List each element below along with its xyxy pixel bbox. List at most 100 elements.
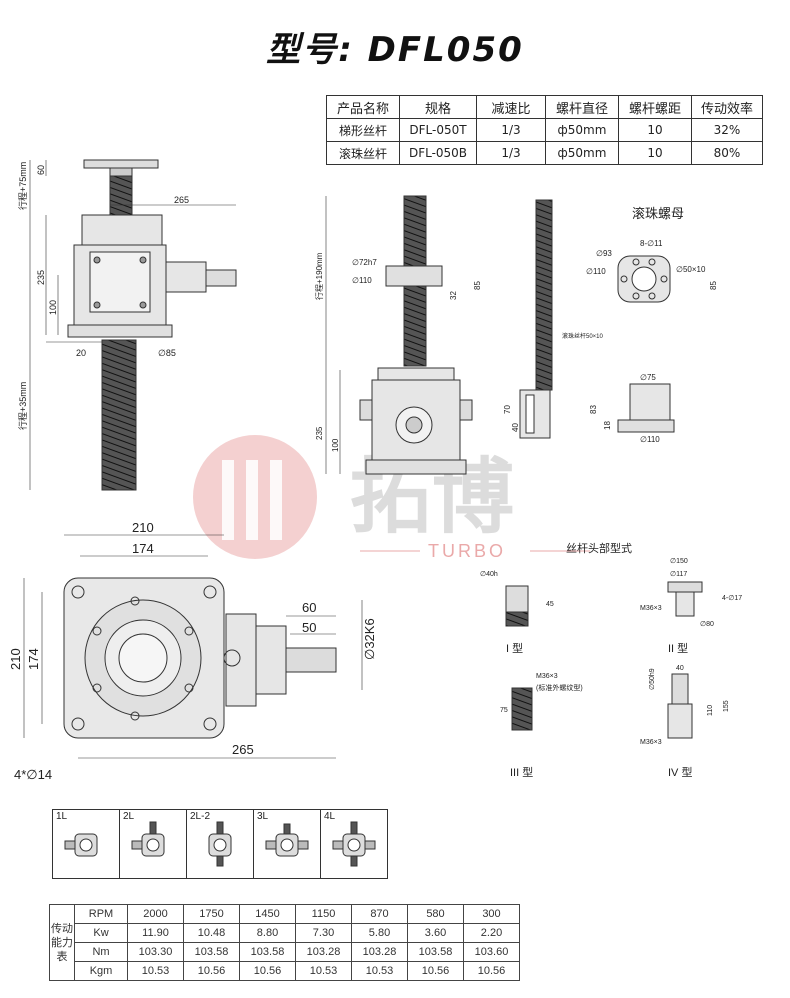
dim-label: ∅32K6 — [362, 618, 377, 660]
dim-label: 4*∅14 — [14, 767, 52, 782]
dim-label: 265 — [174, 195, 189, 205]
dim-label: 70 — [503, 405, 512, 414]
layout-cell-2L: 2L — [119, 809, 187, 879]
spec-header-row: 产品名称 规格 减速比 螺杆直径 螺杆螺距 传动效率 — [326, 95, 763, 119]
perf-cell: 103.30 — [127, 942, 184, 962]
perf-cell: 10.53 — [295, 961, 352, 981]
dim-label: 32 — [449, 291, 458, 300]
perf-cell: 103.58 — [407, 942, 464, 962]
dim-label: ∅110 — [586, 267, 606, 276]
side-view — [29, 159, 237, 491]
dim-label: 45 — [546, 601, 554, 608]
dim-label: 110 — [707, 705, 714, 716]
perf-row: 传动能力表 RPM 2000 1750 1450 1150 870 580 30… — [49, 904, 520, 981]
dim-label: 60 — [302, 600, 316, 615]
dim-label: 滚珠丝杆50×10 — [562, 332, 604, 340]
spec-cell: ф50mm — [545, 118, 619, 142]
dim-label: 85 — [473, 281, 482, 290]
perf-cell: 580 — [407, 904, 464, 924]
layout-table: 1L 2L 2L-2 3L 4L — [52, 809, 388, 879]
dim-label: 83 — [589, 405, 598, 414]
dim-label: ∅150 — [670, 558, 688, 565]
perf-cell: 10.56 — [407, 961, 464, 981]
dim-label: ∅50×10 — [676, 265, 706, 274]
type-label: III 型 — [510, 765, 533, 779]
spec-header-cell: 螺杆螺距 — [618, 95, 692, 119]
spec-cell: 滚珠丝杆 — [326, 141, 400, 165]
perf-row: Kw 11.90 10.48 8.80 7.30 5.80 3.60 2.20 — [50, 923, 520, 943]
perf-cell: 8.80 — [239, 923, 296, 943]
layout-diagram — [332, 821, 376, 867]
dim-label: M36×3 — [640, 605, 662, 612]
perf-cell: 103.28 — [351, 942, 408, 962]
layout-cell-1L: 1L — [52, 809, 120, 879]
top-view — [23, 534, 363, 759]
nut-title: 滚珠螺母 — [632, 206, 684, 221]
perf-unit: Kw — [74, 923, 128, 943]
layout-label: 2L-2 — [190, 811, 211, 822]
dim-label: 174 — [26, 648, 41, 670]
dim-label: (标准外螺纹型) — [536, 683, 583, 692]
dim-label: 100 — [48, 300, 58, 315]
layout-label: 1L — [56, 811, 68, 822]
perf-unit: Kgm — [74, 961, 128, 981]
spec-header-cell: 规格 — [399, 95, 477, 119]
layout-label: 4L — [324, 811, 336, 822]
layout-cell-3L: 3L — [253, 809, 321, 879]
dim-label: 8-∅11 — [640, 239, 663, 248]
perf-cell: 1150 — [295, 904, 352, 924]
dim-label: ∅93 — [596, 249, 612, 258]
spec-row: 梯形丝杆 DFL-050T 1/3 ф50mm 10 32% — [326, 118, 763, 142]
side-view-labels: 行程+75mm 60 265 235 100 20 ∅85 行程+35mm — [17, 162, 189, 430]
dim-label: 210 — [132, 520, 154, 535]
layout-label: 2L — [123, 811, 135, 822]
perf-cell: 10.56 — [463, 961, 520, 981]
engineering-drawing: 拓博 TURBO 行程+75mm 60 265 235 100 — [8, 159, 742, 782]
dim-label: 40 — [676, 665, 684, 672]
watermark-brand-en: TURBO — [428, 541, 506, 561]
performance-table: 传动能力表 RPM 2000 1750 1450 1150 870 580 30… — [49, 904, 520, 981]
dim-label: 18 — [603, 421, 612, 430]
layout-label: 3L — [257, 811, 269, 822]
layout-diagram — [208, 821, 232, 867]
dim-label: ∅50h9 — [649, 668, 656, 690]
type-label: IV 型 — [668, 765, 692, 779]
dim-label: 行程+190mm — [314, 252, 324, 300]
screw-heads-title: 丝杆头部型式 — [566, 541, 632, 555]
dim-label: 40 — [511, 423, 520, 432]
perf-cell: 10.48 — [183, 923, 240, 943]
spec-cell: ф50mm — [545, 141, 619, 165]
dim-label: 4-∅17 — [722, 595, 742, 602]
perf-cell: 10.53 — [351, 961, 408, 981]
spec-cell: DFL-050B — [399, 141, 477, 165]
dim-label: ∅117 — [670, 571, 687, 578]
screw-head-labels: 丝杆头部型式 ∅40h 45 I 型 ∅150 ∅117 M36×3 4-∅17… — [480, 541, 742, 779]
layout-diagram — [64, 833, 98, 857]
perf-row: Kgm 10.53 10.56 10.56 10.53 10.53 10.56 … — [50, 961, 520, 981]
dim-label: ∅110 — [352, 276, 372, 285]
dim-label: 20 — [76, 348, 86, 358]
dim-label: 235 — [36, 270, 46, 285]
spec-cell: 10 — [618, 141, 692, 165]
perf-cell: 103.60 — [463, 942, 520, 962]
dim-label: ∅72h7 — [352, 258, 377, 267]
dim-label: 155 — [723, 700, 730, 712]
perf-unit: RPM — [74, 904, 128, 924]
perf-cell: 3.60 — [407, 923, 464, 943]
perf-row-header: 传动能力表 — [49, 904, 75, 981]
dim-label: ∅75 — [640, 373, 656, 382]
perf-cell: 2000 — [127, 904, 184, 924]
layout-cell-4L: 4L — [320, 809, 388, 879]
dim-label: 100 — [331, 438, 340, 452]
spec-cell: 80% — [691, 141, 763, 165]
spec-header-cell: 产品名称 — [326, 95, 400, 119]
perf-cell: 2.20 — [463, 923, 520, 943]
perf-cell: 10.56 — [183, 961, 240, 981]
spec-header-cell: 减速比 — [476, 95, 546, 119]
dim-label: ∅80 — [700, 621, 714, 628]
perf-cell: 103.28 — [295, 942, 352, 962]
dim-label: ∅40h — [480, 571, 498, 578]
perf-cell: 300 — [463, 904, 520, 924]
dim-label: 174 — [132, 541, 154, 556]
dim-label: 行程+75mm — [17, 162, 28, 210]
